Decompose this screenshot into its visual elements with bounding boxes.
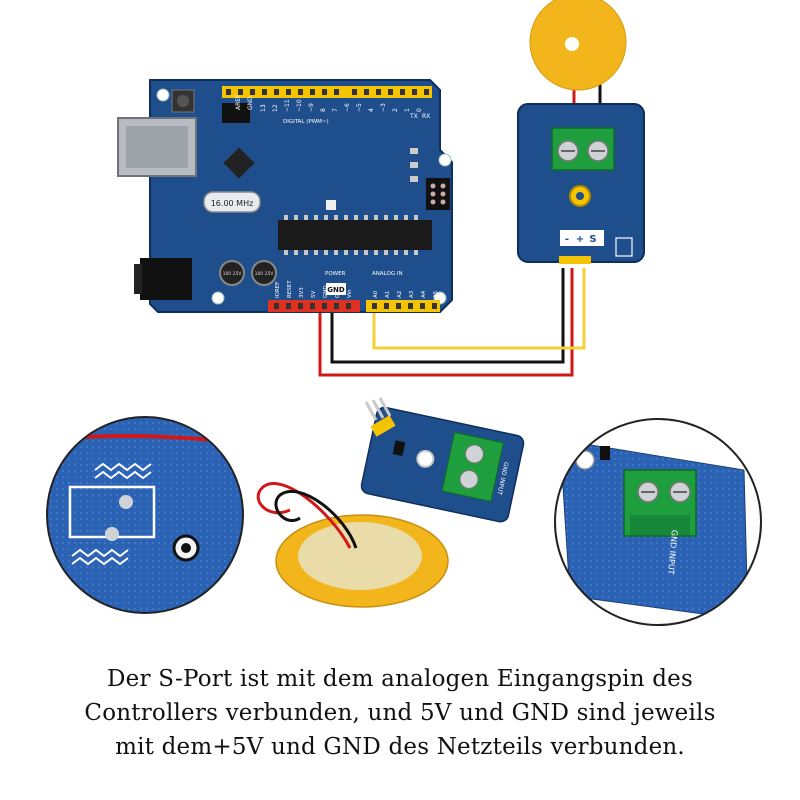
icsp-header bbox=[222, 103, 250, 123]
digital-pin-label: ~3 bbox=[380, 103, 387, 112]
power-pin-label: 3V3 bbox=[299, 287, 305, 298]
gnd-top-label: GND bbox=[247, 96, 254, 110]
digital-pin-label: ~10 bbox=[296, 99, 303, 112]
analog-pin-labels: A0 A1 A2 A3 A4 A5 bbox=[373, 290, 439, 298]
sensor-pin-label: S bbox=[589, 234, 596, 245]
board-outline bbox=[149, 79, 453, 313]
screw-terminal bbox=[441, 431, 504, 503]
sensor-pin-label: - bbox=[565, 234, 569, 245]
power-pin-label: IOREF bbox=[275, 282, 281, 298]
wire-yellow-signal bbox=[372, 268, 586, 350]
digital-pin-label: 12 bbox=[272, 104, 279, 112]
digital-pin-labels: 13 12 ~11 ~10 ~9 8 7 ~6 ~5 4 ~3 2 1 0 bbox=[260, 99, 423, 112]
led bbox=[410, 176, 418, 182]
crystal bbox=[203, 191, 261, 213]
chip-pins bbox=[284, 215, 418, 255]
piezo-disc bbox=[529, 0, 627, 91]
arduino-board: 100 25V 100 25V 16.00 MHz AREF GN bbox=[117, 79, 453, 313]
digital-label: DIGITAL (PWM~) bbox=[283, 119, 329, 125]
digital-pin-label: 4 bbox=[368, 108, 375, 112]
analog-label: ANALOG IN bbox=[372, 271, 403, 277]
digital-pin-label: 1 bbox=[404, 108, 411, 112]
diode bbox=[600, 446, 610, 460]
zoom-left bbox=[46, 416, 244, 614]
piezo-ceramic bbox=[298, 522, 422, 590]
mount-hole bbox=[416, 449, 435, 468]
cap-label: 100 25V bbox=[255, 271, 275, 277]
product-photo: GND INPUT bbox=[256, 397, 525, 608]
caption-line-2: Controllers verbunden, und 5V und GND si… bbox=[84, 700, 716, 726]
digital-pin-label: 13 bbox=[260, 104, 267, 112]
pin-header bbox=[559, 256, 591, 264]
tx-label: TX bbox=[409, 113, 418, 120]
power-pin-label: 5V bbox=[311, 291, 317, 298]
gnd-callout-box bbox=[326, 283, 346, 295]
digital-pin-label: 7 bbox=[332, 108, 339, 112]
icsp-header bbox=[426, 178, 450, 210]
digital-pin-label: ~6 bbox=[344, 103, 351, 112]
mount-hole bbox=[575, 450, 595, 470]
caption: Der S-Port ist mit dem analogen Eingangs… bbox=[0, 662, 800, 764]
mount-hole bbox=[156, 88, 170, 102]
digital-pin-label: ~9 bbox=[308, 103, 315, 112]
power-jack bbox=[140, 258, 192, 300]
zoom-right: GND INPUT bbox=[554, 418, 762, 626]
aref-label: AREF bbox=[235, 94, 242, 110]
mount-hole bbox=[211, 291, 225, 305]
vibration-wave-icon bbox=[71, 548, 129, 558]
header-pins bbox=[364, 397, 396, 437]
pin-label-strip bbox=[560, 230, 604, 246]
gnd-callout: GND bbox=[327, 286, 345, 294]
analog-header bbox=[366, 300, 440, 312]
analog-pin-label: A0 bbox=[373, 290, 379, 298]
sensor-pin-labels: -+ S bbox=[565, 234, 597, 245]
digital-pin-label: ~5 bbox=[356, 103, 363, 112]
led bbox=[326, 200, 336, 210]
digital-pin-label: ~11 bbox=[284, 99, 291, 112]
led bbox=[410, 162, 418, 168]
caption-line-3: mit dem+5V und GND des Netzteils verbund… bbox=[115, 734, 685, 760]
power-label: POWER bbox=[325, 271, 346, 277]
piezo-symbol-icon bbox=[615, 237, 633, 257]
analog-pin-label: A3 bbox=[409, 290, 415, 298]
power-pin-label: RESET bbox=[287, 280, 293, 298]
bottom-header-holes bbox=[274, 303, 437, 309]
wire-black bbox=[274, 489, 358, 549]
terminal-label: GND INPUT bbox=[666, 530, 679, 576]
wire-black-gnd bbox=[330, 268, 565, 364]
microcontroller-chip bbox=[278, 220, 432, 250]
wire-red-5v bbox=[318, 268, 574, 377]
diode bbox=[392, 440, 406, 457]
digital-header-holes bbox=[226, 89, 429, 95]
wire-red bbox=[256, 482, 352, 549]
mount-hole bbox=[438, 153, 452, 167]
analog-pin-label: A1 bbox=[385, 291, 391, 298]
sensor-pin-label: + bbox=[576, 234, 584, 245]
analog-pin-label: A4 bbox=[421, 290, 427, 298]
cap-label: 100 25V bbox=[223, 271, 243, 277]
vibration-wave-icon bbox=[94, 462, 152, 472]
sensor-module: -+ S bbox=[517, 103, 645, 264]
crystal-label: 16.00 MHz bbox=[211, 199, 254, 208]
digital-pin-label: 0 bbox=[416, 108, 423, 112]
digital-pin-label: 2 bbox=[392, 108, 399, 112]
led bbox=[410, 148, 418, 154]
digital-pin-label: 8 bbox=[320, 108, 327, 112]
usb-chip bbox=[223, 147, 255, 179]
power-pin-label: Vin bbox=[347, 289, 353, 298]
analog-pin-label: A5 bbox=[433, 290, 439, 298]
rx-label: RX bbox=[422, 113, 430, 120]
capacitor: 100 25V 100 25V bbox=[219, 260, 277, 286]
caption-line-1: Der S-Port ist mit dem analogen Eingangs… bbox=[107, 666, 693, 692]
analog-pin-label: A2 bbox=[397, 291, 403, 298]
